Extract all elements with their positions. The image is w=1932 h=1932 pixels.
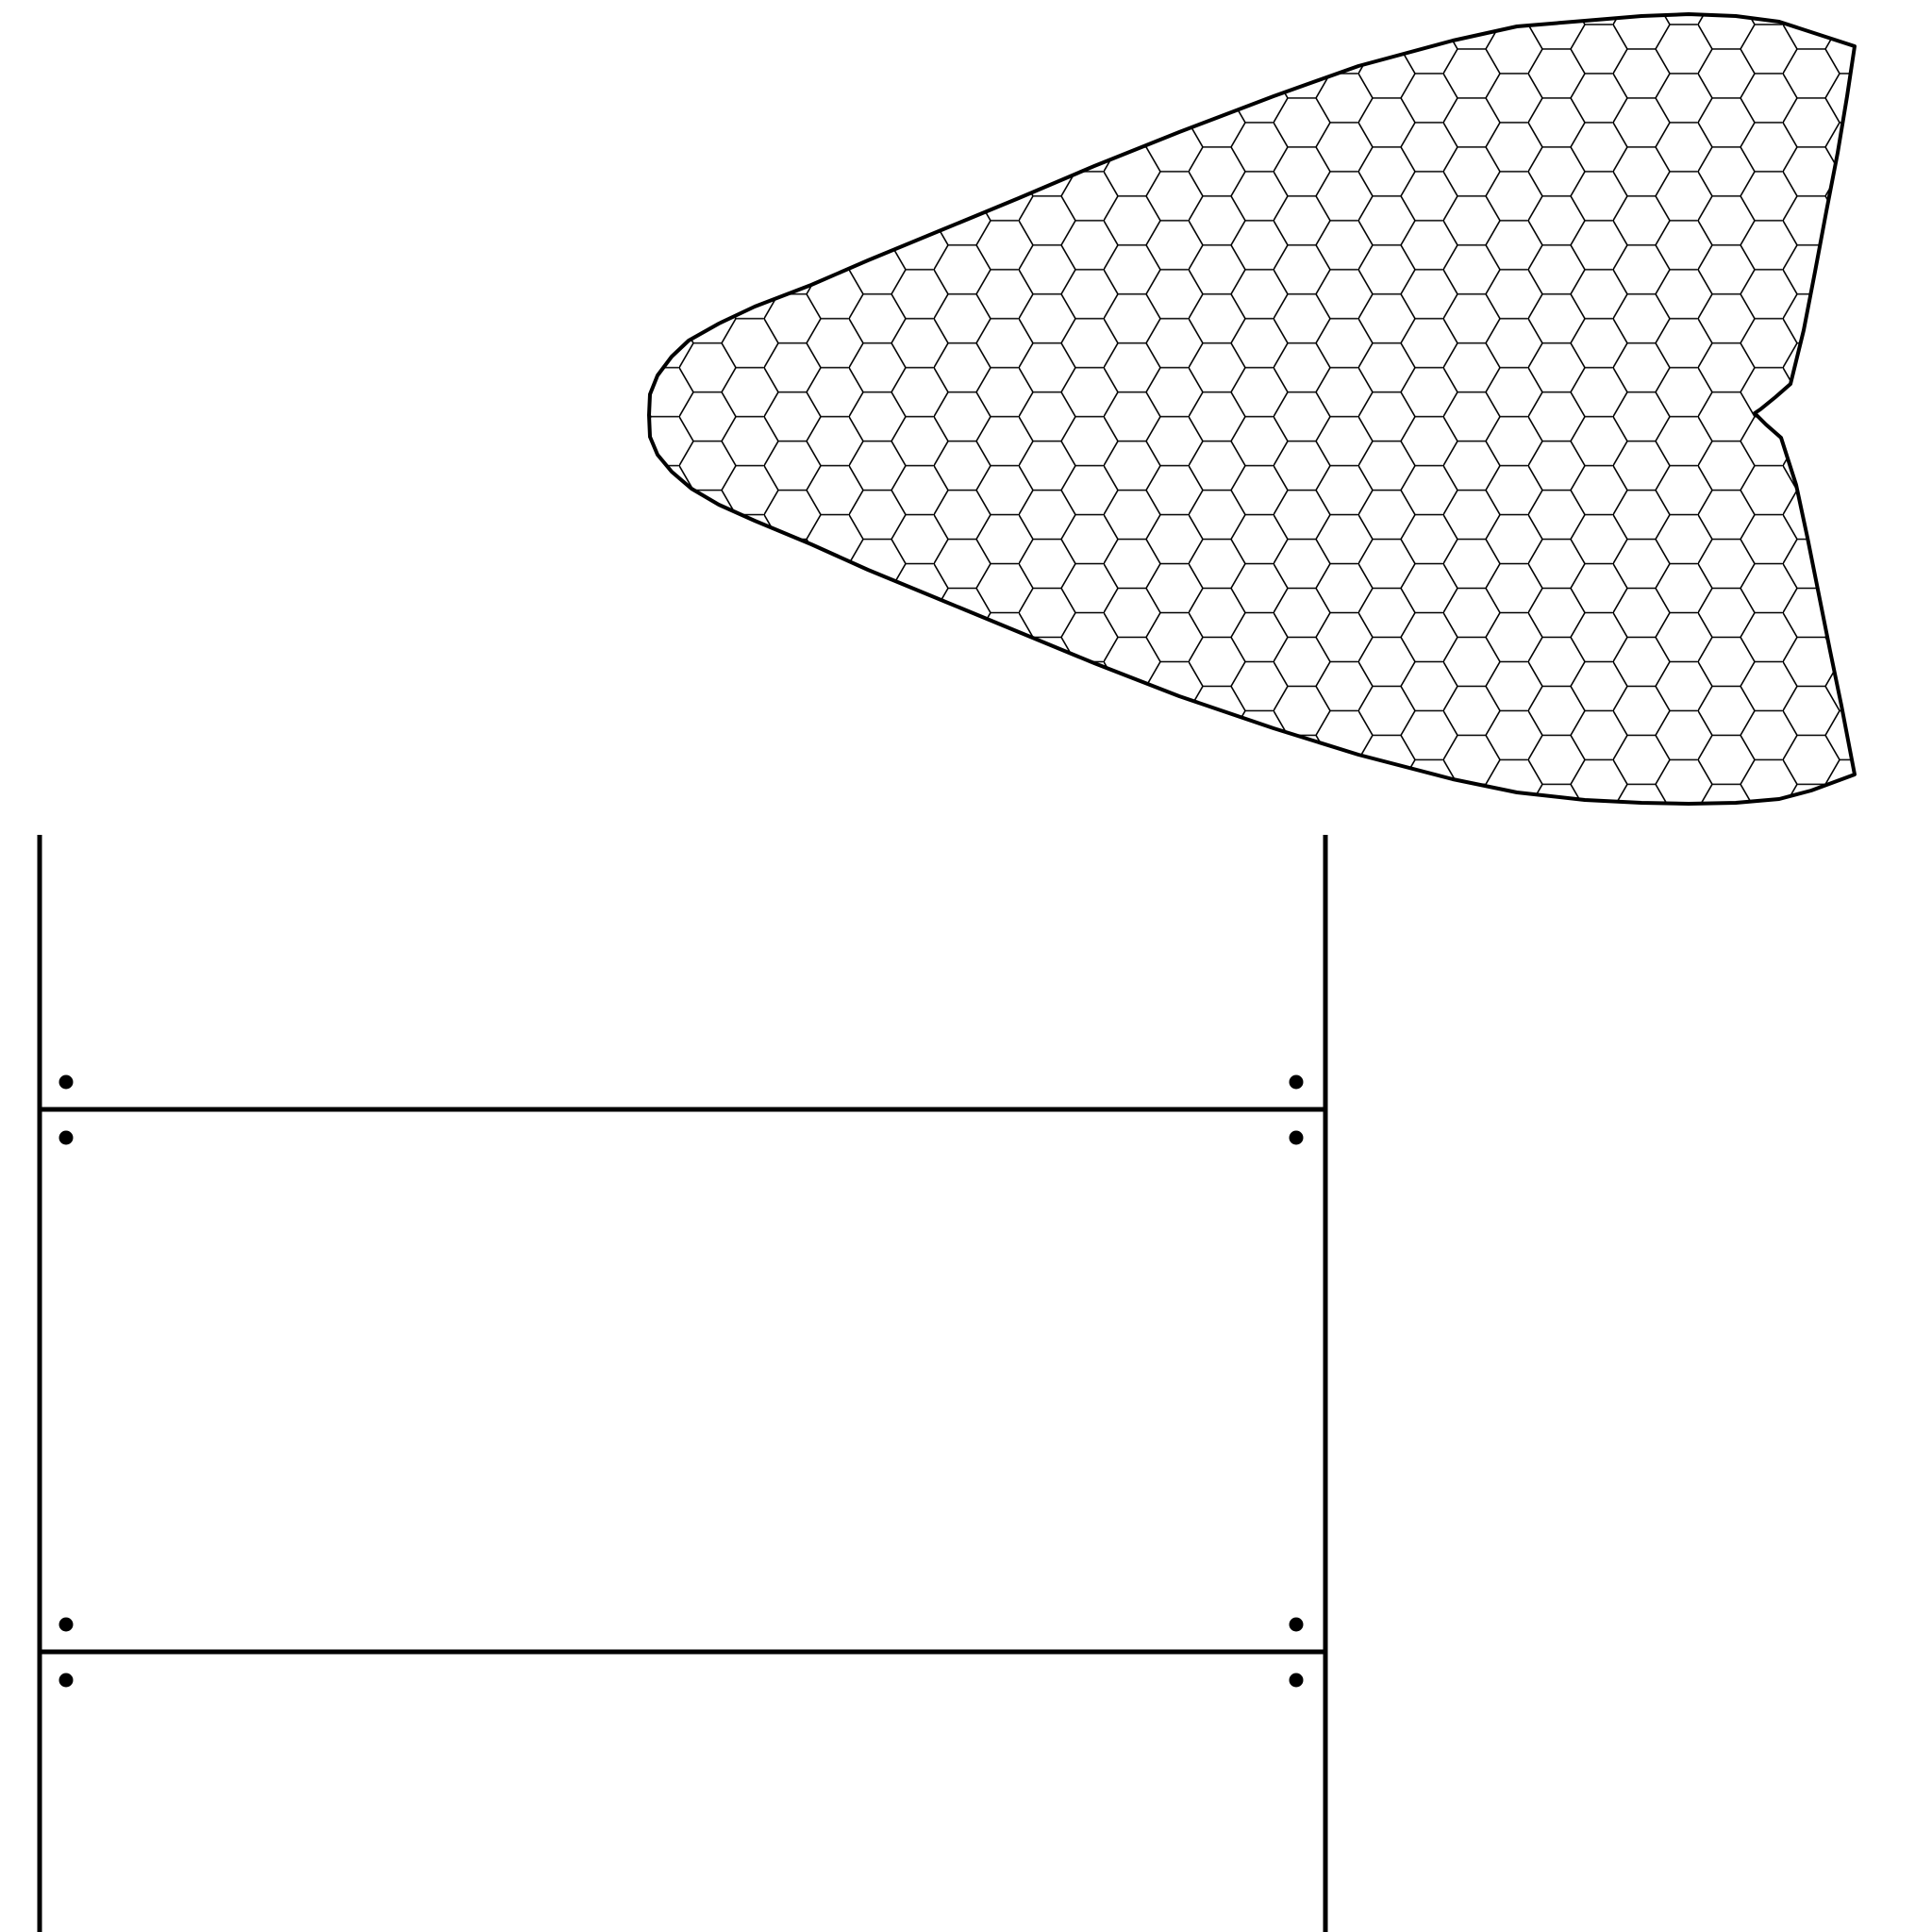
fastener-dot — [1289, 1673, 1304, 1688]
fastener-dot — [58, 1074, 74, 1090]
panel-outline — [647, 12, 1857, 806]
post-and-rail-frame — [37, 835, 1328, 1932]
fastener-dots — [58, 1074, 1304, 1688]
fastener-dot — [58, 1617, 74, 1632]
fastener-dot — [58, 1130, 74, 1145]
fastener-dot — [1289, 1617, 1304, 1632]
fastener-dot — [58, 1673, 74, 1688]
fastener-dot — [1289, 1074, 1304, 1090]
fastener-dot — [1289, 1130, 1304, 1145]
